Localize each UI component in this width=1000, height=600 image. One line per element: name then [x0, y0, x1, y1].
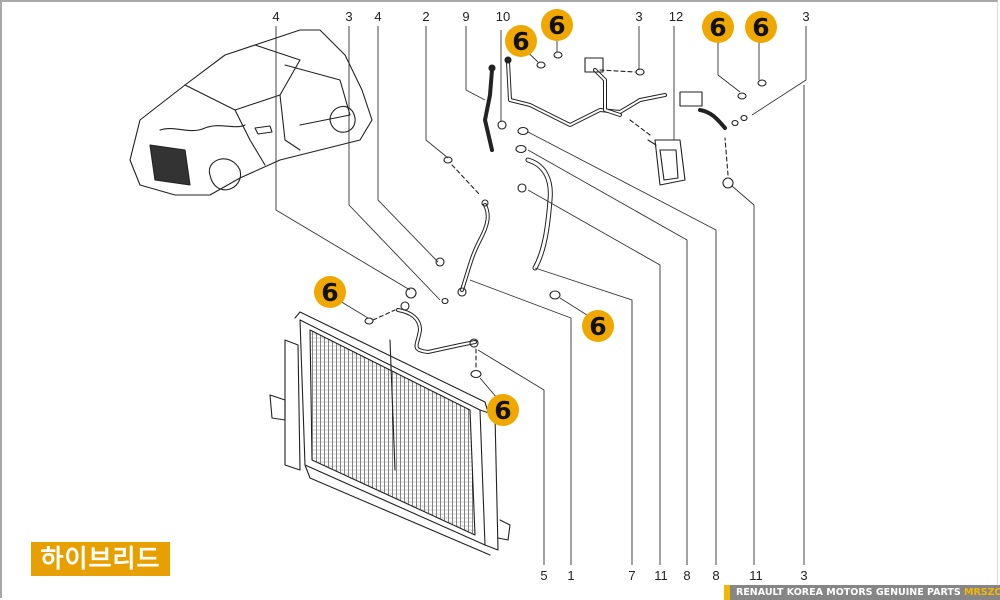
footer-banner: RENAULT KOREA MOTORS GENUINE PARTS MRSZO… — [724, 585, 1000, 600]
hose-line-2 — [405, 156, 490, 305]
radiator-condenser — [269, 311, 511, 556]
footer-brand: MRSZONE — [964, 587, 1000, 598]
hose-line-7 — [515, 126, 561, 300]
svg-text:6: 6 — [709, 13, 726, 42]
callout-bottom-5: 8 — [683, 568, 690, 583]
svg-text:6: 6 — [752, 13, 769, 42]
pipe-bracket — [629, 119, 686, 186]
callout-bottom-6: 8 — [712, 568, 719, 583]
bottom-callouts: 5 1 7 11 8 8 11 3 — [540, 568, 807, 583]
callout-bottom-4: 11 — [654, 568, 668, 583]
badge-oring-7[interactable]: 6 — [487, 394, 519, 426]
callout-top-1: 4 — [272, 9, 279, 24]
leader-lines — [275, 26, 807, 565]
svg-text:6: 6 — [548, 11, 565, 40]
callout-top-4: 2 — [422, 9, 429, 24]
callout-top-2: 3 — [345, 9, 352, 24]
svg-text:6: 6 — [589, 312, 606, 341]
o-ring-badges: 6 6 6 6 6 6 6 — [314, 9, 777, 426]
callout-bottom-1: 5 — [540, 568, 547, 583]
callout-top-3: 4 — [374, 9, 381, 24]
vehicle-illustration — [129, 29, 373, 196]
ac-pipe-assembly — [483, 51, 667, 152]
callout-top-7: 3 — [635, 9, 642, 24]
svg-text:6: 6 — [494, 396, 511, 425]
badge-oring-3[interactable]: 6 — [702, 11, 734, 43]
badge-oring-1[interactable]: 6 — [505, 25, 537, 57]
callout-bottom-2: 1 — [567, 568, 574, 583]
callout-top-6: 10 — [496, 9, 510, 24]
callout-top-5: 9 — [462, 9, 469, 24]
svg-text:6: 6 — [321, 278, 338, 307]
badge-oring-5[interactable]: 6 — [314, 276, 346, 308]
badge-oring-6[interactable]: 6 — [582, 310, 614, 342]
callout-bottom-8: 3 — [800, 568, 807, 583]
badge-oring-2[interactable]: 6 — [541, 9, 573, 41]
right-connector — [679, 79, 767, 189]
callout-bottom-3: 7 — [628, 568, 635, 583]
condenser-pipe — [364, 301, 482, 379]
badge-oring-4[interactable]: 6 — [745, 11, 777, 43]
hybrid-badge: 하이브리드 — [31, 542, 170, 576]
svg-text:6: 6 — [512, 27, 529, 56]
callout-top-9: 3 — [802, 9, 809, 24]
callout-top-8: 12 — [669, 9, 683, 24]
callout-bottom-7: 11 — [749, 568, 763, 583]
top-callouts: 4 3 4 2 9 10 3 12 3 — [272, 9, 809, 24]
footer-text: RENAULT KOREA MOTORS GENUINE PARTS — [736, 587, 961, 598]
